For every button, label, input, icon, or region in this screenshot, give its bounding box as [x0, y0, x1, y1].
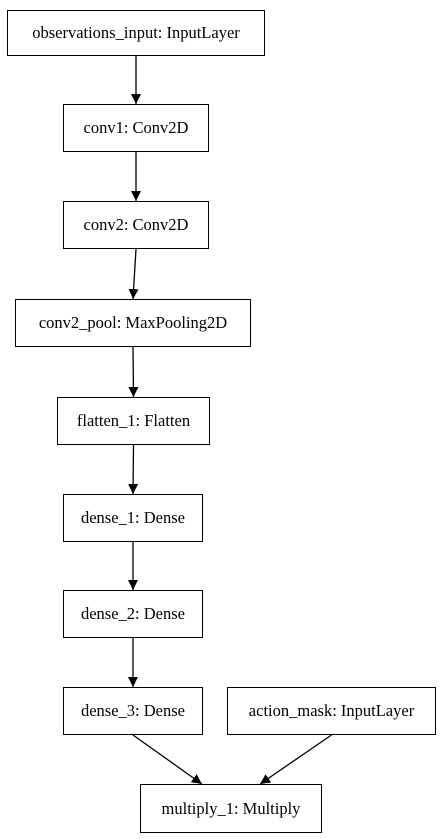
node-conv2-pool: conv2_pool: MaxPooling2D: [15, 299, 251, 347]
edge-flatten-1-to-dense-1: [128, 444, 139, 495]
edge-dense-3-to-multiply-1: [132, 734, 203, 785]
node-conv1: conv1: Conv2D: [63, 104, 209, 152]
edge-action-mask-to-multiply-1: [259, 734, 332, 785]
node-label: flatten_1: Flatten: [76, 411, 191, 430]
node-dense-3: dense_3: Dense: [63, 687, 203, 735]
node-label: multiply_1: Multiply: [161, 798, 301, 818]
node-label: dense_2: Dense: [80, 604, 185, 623]
node-dense-2: dense_2: Dense: [63, 590, 203, 638]
node-label: dense_1: Dense: [80, 508, 185, 527]
node-dense-1: dense_1: Dense: [63, 494, 203, 542]
node-label: action_mask: InputLayer: [248, 701, 415, 720]
node-observations-input: observations_input: InputLayer: [7, 10, 265, 56]
node-multiply-1: multiply_1: Multiply: [140, 784, 322, 833]
node-label: conv1: Conv2D: [83, 118, 189, 137]
node-conv2: conv2: Conv2D: [63, 201, 209, 249]
node-label: dense_3: Dense: [80, 701, 185, 720]
node-flatten-1: flatten_1: Flatten: [57, 397, 210, 445]
node-label: conv2: Conv2D: [83, 215, 189, 234]
edge-conv2-to-conv2-pool: [128, 248, 139, 300]
node-label: observations_input: InputLayer: [32, 23, 240, 42]
node-label: conv2_pool: MaxPooling2D: [38, 313, 228, 332]
edge-conv2-pool-to-flatten-1: [128, 346, 139, 398]
node-action-mask: action_mask: InputLayer: [227, 687, 436, 735]
